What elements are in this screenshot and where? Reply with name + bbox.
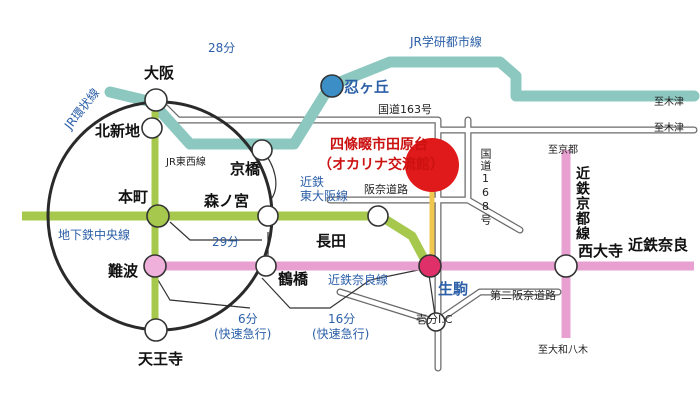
label-time-29: 29分 <box>212 235 240 249</box>
transfer-connectors <box>154 149 437 323</box>
station-namba <box>143 254 167 278</box>
label-kyobashi: 京橋 <box>230 160 261 178</box>
label-to-yamato-yagi: 至大和八木 <box>538 345 588 356</box>
station-tennoji <box>144 318 168 342</box>
label-kintetsu-nara: 近鉄奈良 <box>628 236 689 254</box>
label-saidaiji: 西大寺 <box>578 242 624 260</box>
station-honmachi <box>146 204 170 228</box>
label-to-kizu-1: 至木津 <box>654 97 684 108</box>
label-osaka: 大阪 <box>144 64 175 82</box>
label-jr-gakkentoshi: JR学研都市線 <box>410 35 482 49</box>
station-ichibu-ic <box>426 312 446 332</box>
label-time-16-sub: (快速急行) <box>312 327 370 341</box>
destination-marker <box>405 138 459 192</box>
label-kitashinchi: 北新地 <box>95 122 141 140</box>
label-time-6-sub: (快速急行) <box>214 327 272 341</box>
station-nagata <box>367 205 389 227</box>
label-time-28: 28分 <box>208 41 236 55</box>
label-jr-tozai: JR東西線 <box>166 157 206 168</box>
stations <box>141 74 578 342</box>
station-kitashinchi <box>141 117 163 139</box>
label-higashi-osaka-1: 近鉄 <box>300 175 325 189</box>
label-hanna: 阪奈道路 <box>364 183 408 196</box>
station-ikoma <box>418 254 442 278</box>
station-morinomiya <box>257 205 279 227</box>
destination-name: 四條畷市田原台 <box>330 137 428 153</box>
station-shinobugaoka <box>320 74 344 98</box>
label-route163: 国道163号 <box>378 103 432 116</box>
label-to-kyoto: 至京都 <box>548 145 578 156</box>
station-tsuruhashi <box>255 255 277 277</box>
jr-gakkentoshi-line <box>104 56 700 150</box>
station-osaka <box>144 88 168 112</box>
label-time-6: 6分 <box>238 312 258 326</box>
label-honmachi: 本町 <box>118 188 149 206</box>
label-namba: 難波 <box>108 262 139 280</box>
label-time-16: 16分 <box>328 312 356 326</box>
label-shinobugaoka: 忍ヶ丘 <box>344 78 390 96</box>
label-ikoma: 生駒 <box>438 280 469 298</box>
label-morinomiya: 森ノ宮 <box>204 192 250 210</box>
label-nagata: 長田 <box>316 232 347 250</box>
label-tsuruhashi: 鶴橋 <box>278 270 309 288</box>
destination-sub: （オカリナ交流館） <box>318 157 444 173</box>
label-to-kizu-2: 至木津 <box>654 123 684 134</box>
label-daini-hanna: 第二阪奈道路 <box>490 289 556 302</box>
label-tennoji: 天王寺 <box>138 350 184 368</box>
label-nara-line: 近鉄奈良線 <box>328 273 389 287</box>
label-higashi-osaka-2: 東大阪線 <box>300 189 349 203</box>
label-ichibu-ic: 壱分I.C <box>416 313 453 326</box>
label-chuo-line: 地下鉄中央線 <box>58 228 131 242</box>
label-route168: 国道168号 <box>479 148 492 226</box>
station-saidaiji <box>554 254 578 278</box>
label-kyoto-line: 近鉄京都線 <box>574 166 590 241</box>
station-kyobashi <box>251 139 273 161</box>
